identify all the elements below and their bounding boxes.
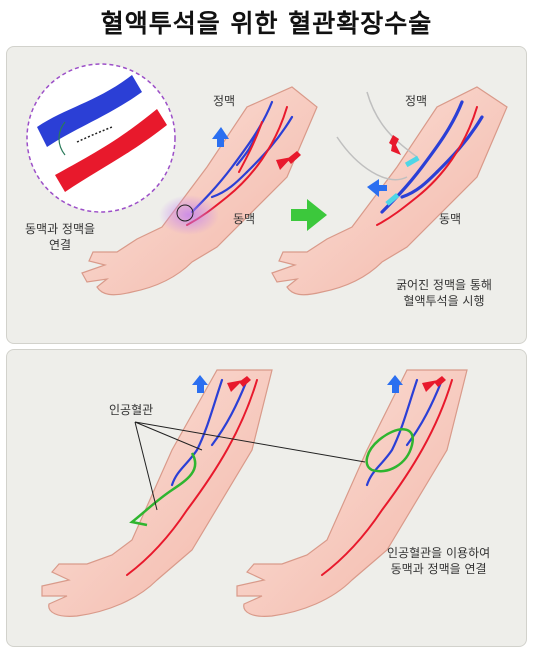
graft-left <box>129 452 197 527</box>
vein-label-right: 정맥 <box>405 94 428 108</box>
connect-caption-line2: 연결 <box>48 238 72 252</box>
fistula-illustration <box>26 63 508 296</box>
inflow-arrow-icon <box>389 135 401 155</box>
dialysis-tube-2 <box>366 91 418 158</box>
arm-left-top <box>81 86 318 296</box>
graft-caption: 인공혈관을 이용하여 동맥과 정맥을 연결 <box>387 545 490 577</box>
needle-icon-2 <box>385 192 400 206</box>
artery-label-right: 동맥 <box>439 212 462 226</box>
panel-av-fistula: 정맥 동맥 동맥과 정맥을 연결 정맥 동맥 굵어진 정맥을 통해 혈액투석을 … <box>6 46 527 344</box>
dialysis-caption: 굵어진 정맥을 통해 혈액투석을 시행 <box>396 277 492 309</box>
vein-label-left: 정맥 <box>213 94 236 108</box>
artery-flow-arrow-icon-br <box>422 376 446 392</box>
graft-leader-lines <box>134 421 366 511</box>
vein-flow-arrow-icon <box>212 127 229 147</box>
transition-arrow-icon <box>291 199 327 231</box>
arm-right-top <box>271 86 508 296</box>
artery-flow-arrow-icon <box>276 151 301 170</box>
dialysis-caption-line1: 굵어진 정맥을 통해 <box>396 278 492 292</box>
graft-illustration <box>41 369 468 617</box>
graft-caption-line2: 동맥과 정맥을 연결 <box>390 562 487 576</box>
vein-flow-arrow-icon-br <box>387 375 403 393</box>
artery-flow-arrow-icon-bl <box>227 376 251 392</box>
arm-left-bottom <box>41 369 273 617</box>
artery-label-left: 동맥 <box>233 212 256 226</box>
needle-icon <box>404 155 420 168</box>
vein-right-bottom <box>365 378 444 487</box>
magnified-inset <box>26 63 176 213</box>
connect-caption: 동맥과 정맥을 연결 <box>25 221 95 253</box>
artery-left-bottom <box>126 379 258 576</box>
page-title: 혈액투석을 위한 혈관확장수술 <box>100 9 433 38</box>
dialysis-caption-line2: 혈액투석을 시행 <box>403 294 485 308</box>
graft-caption-line1: 인공혈관을 이용하여 <box>387 546 491 560</box>
panel-av-graft: 인공혈관 인공혈관을 이용하여 동맥과 정맥을 연결 <box>6 349 527 647</box>
artery-right-top <box>376 106 478 226</box>
magnify-glow <box>159 195 219 235</box>
outflow-arrow-icon <box>367 179 387 197</box>
artery-right-bottom <box>321 379 453 576</box>
vein-flow-arrow-icon-bl <box>192 375 208 393</box>
arm-right-bottom <box>236 369 468 617</box>
vein-left-bottom <box>170 378 249 487</box>
graft-label: 인공혈관 <box>109 403 154 417</box>
connect-caption-line1: 동맥과 정맥을 <box>25 222 96 236</box>
dialysis-tube <box>336 136 408 181</box>
graft-right <box>365 428 415 473</box>
anastomosis-site-marker <box>176 204 194 222</box>
